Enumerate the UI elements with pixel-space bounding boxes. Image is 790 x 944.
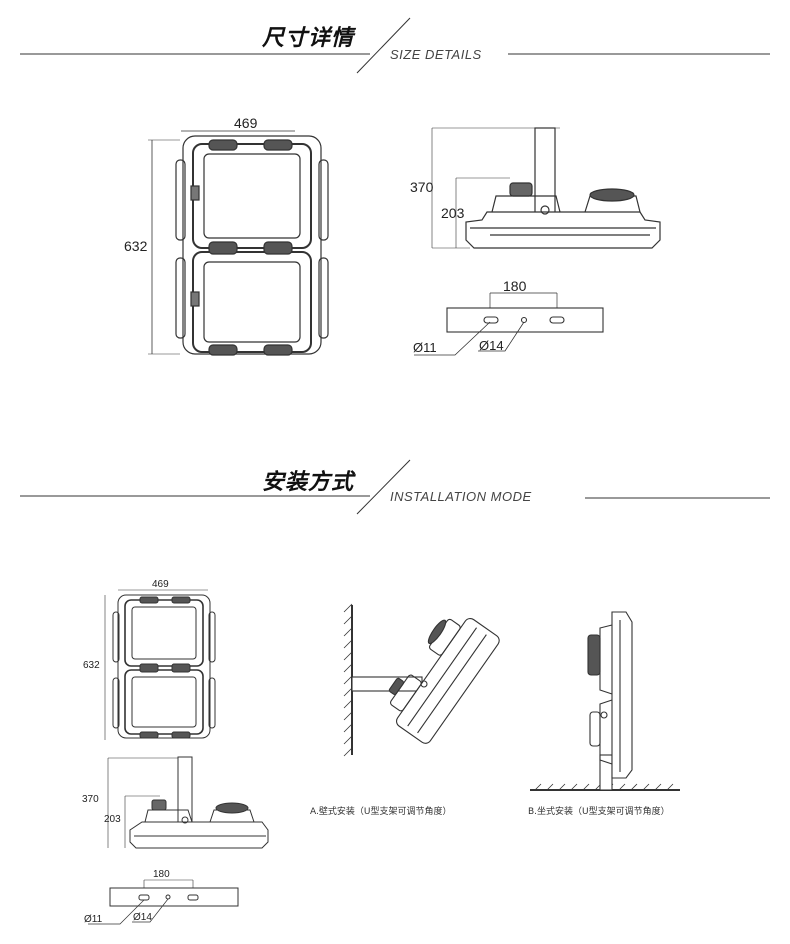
front-view-small — [104, 589, 216, 740]
caption-wall-mount: A.壁式安装（U型支架可调节角度） — [310, 805, 451, 817]
bracket-plate-large — [414, 292, 604, 356]
dim-bracket-spacing-large: 180 — [503, 278, 527, 294]
floor-mount-illustration — [530, 611, 680, 791]
side-view-large — [431, 127, 661, 249]
dim-height-small: 632 — [83, 660, 100, 671]
dim-hole-small-small: Ø11 — [84, 914, 103, 925]
installation-mode-title: 安装方式 — [262, 470, 355, 495]
section2-header-rule — [20, 459, 770, 515]
bracket-plate-small — [88, 879, 239, 925]
wall-mount-illustration — [343, 603, 500, 757]
dim-side-total-large: 370 — [410, 179, 434, 195]
dim-width-large: 469 — [234, 115, 258, 131]
size-details-title: 尺寸详情 — [262, 26, 355, 51]
dim-side-body-small: 203 — [104, 814, 121, 825]
dim-side-body-large: 203 — [441, 205, 465, 221]
dim-hole-small-large: Ø11 — [413, 340, 437, 355]
dim-hole-large-large: Ø14 — [479, 338, 504, 353]
dim-side-total-small: 370 — [82, 794, 99, 805]
dim-bracket-spacing-small: 180 — [153, 869, 170, 880]
dim-height-large: 632 — [124, 238, 148, 254]
front-view-large — [148, 130, 329, 356]
installation-mode-subtitle: INSTALLATION MODE — [390, 489, 532, 504]
section1-header-rule — [20, 17, 770, 74]
dim-width-small: 469 — [152, 579, 169, 590]
side-view-small — [107, 756, 269, 849]
caption-floor-mount: B.坐式安装（U型支架可调节角度） — [528, 805, 670, 817]
size-details-subtitle: SIZE DETAILS — [390, 47, 482, 62]
dim-hole-large-small: Ø14 — [133, 912, 152, 923]
